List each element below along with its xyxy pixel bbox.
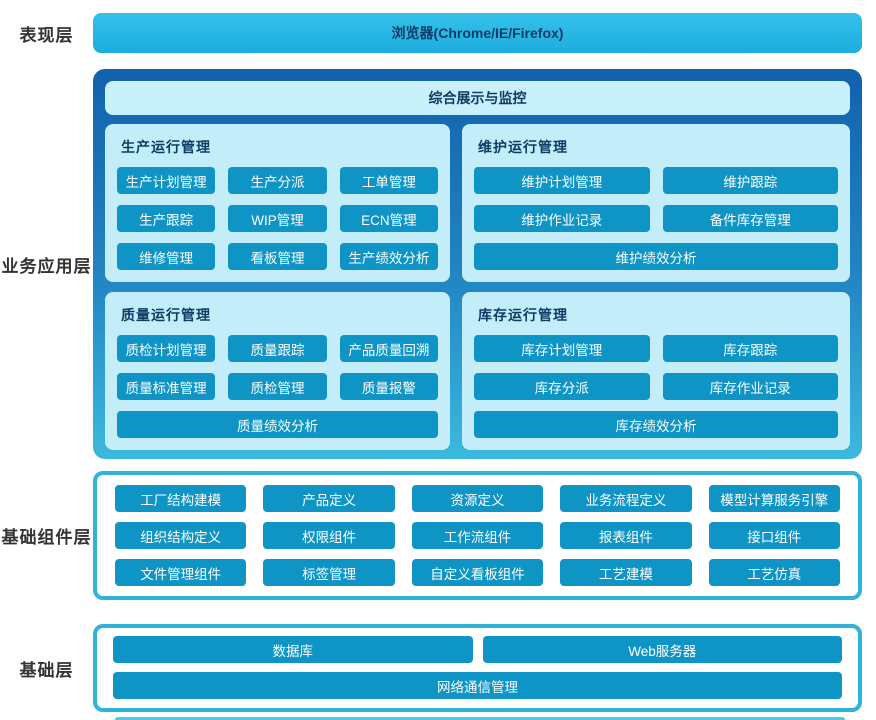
component-block: 报表组件 (560, 522, 692, 549)
foundation-row1: 数据库 Web服务器 (113, 636, 842, 663)
production-module-block: 生产分派 (228, 167, 327, 194)
component-block: 标签管理 (263, 559, 395, 586)
maintenance-module-block: 维护作业记录 (474, 205, 650, 232)
presentation-layer-row: 表现层 浏览器(Chrome/IE/Firefox) (0, 13, 876, 53)
component-block: 接口组件 (708, 522, 840, 549)
component-block: 工厂结构建模 (115, 485, 247, 512)
production-module-block: 看板管理 (228, 243, 327, 270)
group-title-production: 生产运行管理 (121, 139, 211, 155)
component-block: 资源定义 (411, 485, 544, 512)
dashboard-monitor-bar: 综合展示与监控 (105, 81, 850, 115)
browser-bar: 浏览器(Chrome/IE/Firefox) (93, 13, 862, 53)
inventory-module-block: 库存跟踪 (662, 335, 838, 362)
group-production-buttons: 生产计划管理生产分派工单管理生产跟踪 WIP管理 ECN管理维修管理看板管理生产绩效… (117, 167, 438, 270)
maintenance-module-block: 维护绩效分析 (474, 243, 838, 270)
group-quality-buttons: 质检计划管理质量跟踪产品质量回溯质量标准管理质检管理质量报警质量绩效分析 (117, 335, 438, 438)
component-block: 工艺建模 (560, 559, 692, 586)
group-title-inventory: 库存运行管理 (478, 307, 568, 323)
foundation-layer-row: 基础层 数据库 Web服务器 网络通信管理 (0, 624, 876, 712)
foundation-block: 网络通信管理 (113, 672, 842, 699)
layer-label-presentation: 表现层 (19, 25, 74, 45)
component-block: 业务流程定义 (560, 485, 692, 512)
group-quality: 质量运行管理 质检计划管理质量跟踪产品质量回溯质量标准管理质检管理质量报警质量绩… (105, 292, 450, 450)
layer-label-foundation: 基础层 (19, 660, 74, 680)
foundation-block: 数据库 (113, 636, 473, 663)
maintenance-module-block: 维护跟踪 (662, 167, 838, 194)
group-inventory: 库存运行管理 库存计划管理库存跟踪库存分派库存作业记录库存绩效分析 (462, 292, 850, 450)
components-layer-row: 基础组件层 工厂结构建模产品定义资源定义业务流程定义模型计算服务引擎组织结构定义… (0, 471, 876, 600)
components-layer-container: 工厂结构建模产品定义资源定义业务流程定义模型计算服务引擎组织结构定义权限组件工作… (93, 471, 862, 600)
production-module-block: 工单管理 (339, 167, 438, 194)
layer-label-business: 业务应用层 (1, 256, 92, 276)
component-block: 工艺仿真 (708, 559, 840, 586)
component-block: 文件管理组件 (115, 559, 247, 586)
layer-label-components: 基础组件层 (1, 528, 92, 547)
component-block: 产品定义 (263, 485, 395, 512)
inventory-module-block: 库存作业记录 (662, 373, 838, 400)
foundation-layer-container: 数据库 Web服务器 网络通信管理 (93, 624, 862, 712)
component-block: 工作流组件 (411, 522, 544, 549)
group-title-quality: 质量运行管理 (121, 307, 211, 323)
quality-module-block: 质检管理 (228, 373, 327, 400)
maintenance-module-block: 维护计划管理 (474, 167, 650, 194)
component-block: 权限组件 (263, 522, 395, 549)
production-module-block: 维修管理 (117, 243, 216, 270)
quality-module-block: 质量标准管理 (117, 373, 216, 400)
group-maintenance-buttons: 维护计划管理维护跟踪维护作业记录备件库存管理维护绩效分析 (474, 167, 838, 270)
quality-module-block: 质量报警 (339, 373, 438, 400)
component-block: 自定义看板组件 (411, 559, 544, 586)
foundation-row2: 网络通信管理 (113, 672, 842, 699)
business-group-grid: 生产运行管理 生产计划管理生产分派工单管理生产跟踪 WIP管理 ECN管理维修管理看… (105, 124, 850, 450)
production-module-block: 生产计划管理 (117, 167, 216, 194)
quality-module-block: 产品质量回溯 (339, 335, 438, 362)
inventory-module-block: 库存计划管理 (474, 335, 650, 362)
production-module-block: 生产绩效分析 (339, 243, 438, 270)
production-module-block: ECN管理 (339, 205, 438, 232)
foundation-block: Web服务器 (482, 636, 842, 663)
inventory-module-block: 库存分派 (474, 373, 650, 400)
quality-module-block: 质量绩效分析 (117, 411, 438, 438)
quality-module-block: 质量跟踪 (228, 335, 327, 362)
maintenance-module-block: 备件库存管理 (662, 205, 838, 232)
production-module-block: 生产跟踪 (117, 205, 216, 232)
production-module-block: WIP管理 (228, 205, 327, 232)
group-production: 生产运行管理 生产计划管理生产分派工单管理生产跟踪 WIP管理 ECN管理维修管理看… (105, 124, 450, 282)
group-title-maintenance: 维护运行管理 (478, 139, 568, 155)
quality-module-block: 质检计划管理 (117, 335, 216, 362)
component-block: 组织结构定义 (115, 522, 247, 549)
business-layer-row: 业务应用层 综合展示与监控 生产运行管理 生产计划管理生产分派工单管理生产跟踪 W… (0, 69, 876, 459)
inventory-module-block: 库存绩效分析 (474, 411, 838, 438)
component-block: 模型计算服务引擎 (708, 485, 840, 512)
group-inventory-buttons: 库存计划管理库存跟踪库存分派库存作业记录库存绩效分析 (474, 335, 838, 438)
group-maintenance: 维护运行管理 维护计划管理维护跟踪维护作业记录备件库存管理维护绩效分析 (462, 124, 850, 282)
cutoff-next-layer-strip (115, 717, 845, 720)
business-layer-container: 综合展示与监控 生产运行管理 生产计划管理生产分派工单管理生产跟踪 WIP管理 EC… (93, 69, 862, 459)
